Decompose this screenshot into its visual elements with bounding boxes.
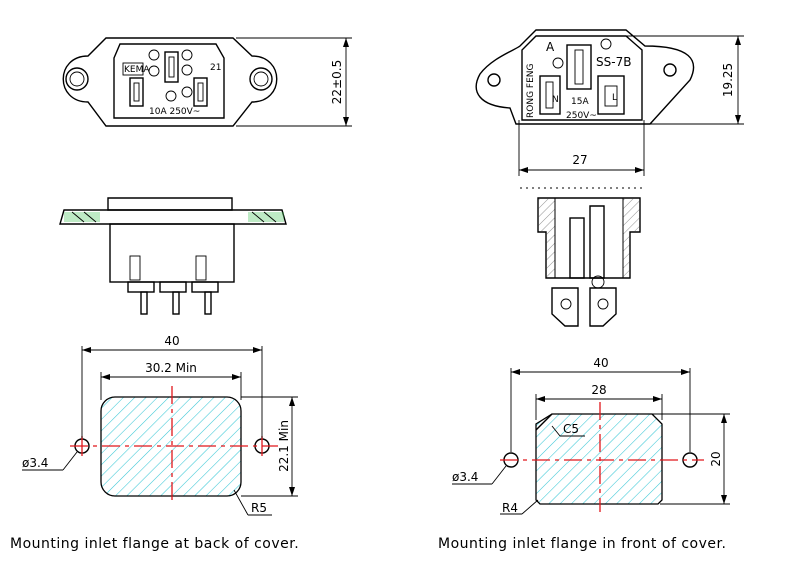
left-side-view <box>59 197 287 315</box>
current-label: 15A <box>571 97 589 107</box>
right-section-view <box>520 187 644 327</box>
model-label: SS-7B <box>596 55 631 69</box>
voltage-label: 250V~ <box>566 111 597 121</box>
dim-right-height: 19.25 <box>626 35 744 125</box>
brand-label: RONG FENG <box>526 63 536 118</box>
r-cutout-inner-width-label: 28 <box>591 383 606 397</box>
dim-right-width: 27 <box>518 120 645 176</box>
chamfer-label: C5 <box>563 422 579 436</box>
cutout-shape-r <box>535 413 663 505</box>
mount-hole-right <box>249 67 273 91</box>
rating-text: 10A 250V~ <box>149 107 200 117</box>
right-height-label: 19.25 <box>721 63 735 97</box>
neutral-label: N <box>552 95 559 105</box>
cutout-min-width-label: 30.2 Min <box>145 361 197 375</box>
mark-letter: A <box>546 40 555 54</box>
r-cutout-width-label: 40 <box>593 356 608 370</box>
left-front-view: KEMA 21 10A 250V~ <box>62 37 278 127</box>
mount-hole-left-r <box>487 73 501 87</box>
height-label: 22±0.5 <box>330 60 344 104</box>
corner-radius-label: R5 <box>251 501 267 515</box>
cert-number: 21 <box>210 63 221 73</box>
dim-left-height: 22±0.5 <box>236 37 352 127</box>
cutout-width-label: 40 <box>164 334 179 348</box>
right-cutout: 40 28 20 C5 ø3.4 R4 <box>452 356 730 515</box>
line-label: L <box>612 93 617 103</box>
r-cutout-height-label: 20 <box>709 451 723 466</box>
r-corner-radius-label: R4 <box>502 501 518 515</box>
left-cutout: 40 30.2 Min 22.1 Min ø3.4 R5 <box>22 334 298 516</box>
mount-hole-left <box>65 67 89 91</box>
left-caption: Mounting inlet flange at back of cover. <box>10 536 299 552</box>
cutout-min-height-label: 22.1 Min <box>277 420 291 472</box>
hole-dia-label: ø3.4 <box>22 456 48 470</box>
right-width-label: 27 <box>572 153 587 167</box>
right-front-view: A SS-7B RONG FENG N L 15A 250V~ <box>475 29 695 125</box>
kema-mark: KEMA <box>124 65 150 75</box>
r-hole-dia-label: ø3.4 <box>452 470 478 484</box>
mount-hole-right-r <box>663 63 677 77</box>
right-caption: Mounting inlet flange in front of cover. <box>438 536 726 552</box>
